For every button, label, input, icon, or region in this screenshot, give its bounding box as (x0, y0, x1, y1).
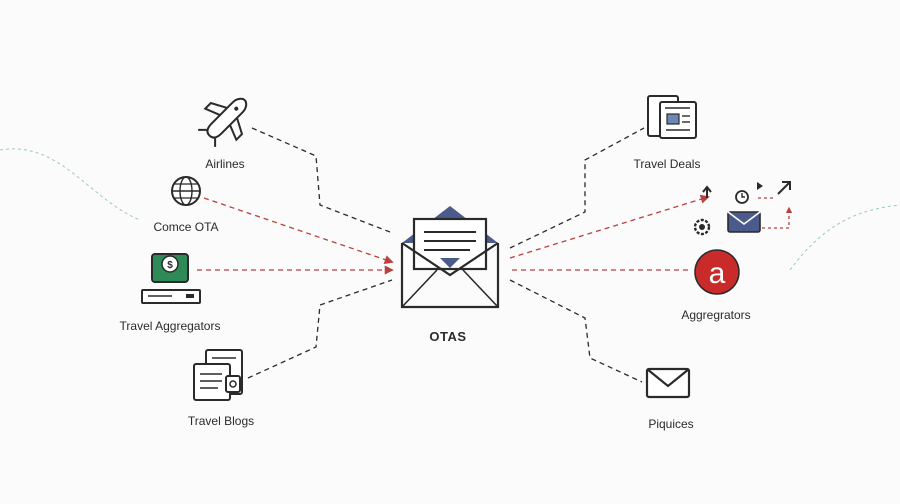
diagonal-arrow-icon (777, 181, 791, 195)
workflow-dashed-return (762, 206, 793, 229)
connector-comce-ota (203, 197, 394, 264)
otas-label: OTAS (429, 329, 467, 344)
decor-curve-left (0, 148, 141, 221)
blog-document-icon (193, 349, 243, 401)
workflow-icons (693, 181, 793, 236)
newspaper-icon (647, 95, 697, 139)
aggregrators-label: Aggregrators (681, 308, 751, 322)
mail-icon (727, 211, 761, 233)
globe-icon (171, 176, 201, 206)
envelope-open-icon (400, 206, 500, 309)
airlines-label: Airlines (205, 157, 245, 171)
connector-piquices (509, 279, 643, 383)
play-icon (757, 182, 763, 190)
travel-aggregators-label: Travel Aggregators (119, 319, 221, 333)
connector-workflow (509, 194, 710, 259)
connector-travel-blogs (247, 279, 393, 379)
airplane-icon (198, 97, 248, 147)
comce-ota-label: Comce OTA (153, 220, 219, 234)
piquices-label: Piquices (648, 417, 694, 431)
money-sign-icon: $ (141, 253, 201, 304)
travel-blogs-label: Travel Blogs (187, 414, 255, 428)
svg-text:$: $ (167, 260, 173, 271)
connector-travel-deals (509, 127, 645, 249)
gear-icon (693, 218, 711, 236)
travel-deals-label: Travel Deals (633, 157, 701, 171)
clock-icon (735, 190, 749, 204)
decor-curve-right (789, 204, 900, 271)
arrow-up-icon (702, 185, 712, 198)
envelope-icon (645, 367, 691, 399)
connector-airlines (251, 127, 391, 233)
aggregator-a-icon: a (694, 249, 740, 295)
aggregator-badge-letter: a (709, 257, 726, 290)
